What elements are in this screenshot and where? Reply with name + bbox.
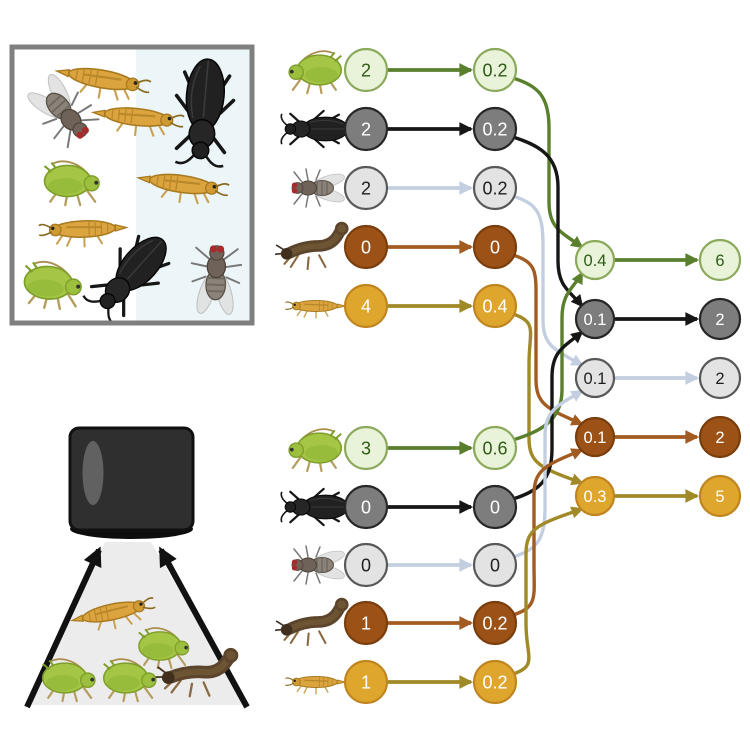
count-node-thrips-2 bbox=[343, 659, 389, 705]
aphid-icon bbox=[287, 50, 343, 95]
predator-icon bbox=[275, 222, 349, 269]
count-node-fly-1 bbox=[343, 165, 389, 211]
beetle-icon bbox=[280, 109, 350, 149]
count-node-thrips-2-value: 1 bbox=[361, 672, 371, 692]
count-node-fly-1-value: 2 bbox=[361, 178, 371, 198]
count-node-fly-2-value: 0 bbox=[361, 555, 371, 575]
rate-node-fly-2-value: 0 bbox=[490, 555, 500, 575]
fly-icon bbox=[291, 168, 347, 208]
rate-node-beetle-1 bbox=[472, 106, 518, 152]
camera-illustration bbox=[24, 426, 250, 709]
rate-node-predator-2-value: 0.2 bbox=[482, 613, 507, 633]
aggregate-node-predator-value: 0.1 bbox=[584, 429, 607, 447]
aggregate-node-fly-value: 0.1 bbox=[584, 370, 607, 388]
curve-rate-to-aggregate-thrips-1 bbox=[512, 312, 584, 486]
thrips-icon bbox=[284, 299, 346, 319]
output-node-predator bbox=[698, 415, 742, 459]
output-node-predator-value: 2 bbox=[715, 429, 724, 447]
predator-icon bbox=[275, 598, 349, 645]
rate-node-aphid-2-value: 0.6 bbox=[482, 438, 507, 458]
aggregate-node-thrips-value: 0.3 bbox=[584, 488, 607, 506]
aggregate-node-beetle bbox=[574, 298, 616, 340]
camera-field-of-view bbox=[28, 542, 246, 705]
curve-rate-to-aggregate-beetle-2 bbox=[512, 330, 584, 501]
field-image-frame bbox=[9, 44, 255, 326]
curve-rate-to-aggregate-aphid-1 bbox=[512, 76, 584, 249]
rate-node-predator-2 bbox=[472, 600, 518, 646]
count-node-aphid-1 bbox=[343, 47, 389, 93]
aggregate-node-thrips bbox=[574, 475, 616, 517]
beetle-icon bbox=[280, 487, 350, 527]
count-node-aphid-2 bbox=[343, 425, 389, 471]
rate-node-thrips-1-value: 0.4 bbox=[482, 296, 507, 316]
fly-icon bbox=[291, 545, 347, 585]
count-node-fly-2 bbox=[343, 542, 389, 588]
rate-node-fly-1-value: 0.2 bbox=[482, 178, 507, 198]
count-node-predator-2 bbox=[343, 600, 389, 646]
output-node-thrips-value: 5 bbox=[715, 488, 724, 506]
view-direction-arrow-left bbox=[24, 546, 102, 709]
rate-node-predator-1-value: 0 bbox=[490, 237, 500, 257]
output-node-fly-value: 2 bbox=[715, 370, 724, 388]
rate-node-fly-2 bbox=[472, 542, 518, 588]
curve-rate-to-aggregate-thrips-2 bbox=[512, 506, 584, 676]
rate-node-thrips-1 bbox=[472, 283, 518, 329]
count-network-edges bbox=[388, 63, 700, 689]
output-node-beetle-value: 2 bbox=[715, 311, 724, 329]
count-node-thrips-1-value: 4 bbox=[361, 296, 371, 316]
aggregate-node-beetle-value: 0.1 bbox=[584, 311, 607, 329]
output-node-aphid-value: 6 bbox=[715, 252, 724, 270]
rate-node-beetle-2-value: 0 bbox=[490, 497, 500, 517]
rate-node-thrips-2 bbox=[472, 659, 518, 705]
output-node-fly bbox=[698, 356, 742, 400]
count-node-predator-1 bbox=[343, 224, 389, 270]
rate-node-beetle-1-value: 0.2 bbox=[482, 119, 507, 139]
aggregate-node-predator bbox=[574, 416, 616, 458]
count-node-predator-2-value: 1 bbox=[361, 613, 371, 633]
camera-icon bbox=[68, 426, 195, 539]
curve-rate-to-aggregate-aphid-2 bbox=[512, 271, 584, 442]
count-node-beetle-2 bbox=[343, 484, 389, 530]
thrips-icon bbox=[284, 675, 346, 695]
rate-node-aphid-1 bbox=[472, 47, 518, 93]
aggregate-node-aphid bbox=[574, 239, 616, 281]
count-node-beetle-1-value: 2 bbox=[361, 119, 371, 139]
count-node-aphid-1-value: 2 bbox=[361, 60, 371, 80]
rate-node-aphid-1-value: 0.2 bbox=[482, 60, 507, 80]
output-node-beetle bbox=[698, 297, 742, 341]
rate-node-beetle-2 bbox=[472, 484, 518, 530]
count-node-beetle-1 bbox=[343, 106, 389, 152]
count-node-predator-1-value: 0 bbox=[361, 237, 371, 257]
rate-node-thrips-2-value: 0.2 bbox=[482, 672, 507, 692]
aggregate-node-aphid-value: 0.4 bbox=[584, 252, 607, 270]
count-network-icons bbox=[275, 50, 350, 695]
camera-body-highlight bbox=[82, 441, 104, 505]
rate-node-aphid-2 bbox=[472, 425, 518, 471]
count-node-thrips-1 bbox=[343, 283, 389, 329]
output-node-aphid bbox=[698, 238, 742, 282]
field-image-panel bbox=[9, 44, 255, 330]
curve-rate-to-aggregate-beetle-1 bbox=[512, 135, 584, 308]
view-direction-arrow-right bbox=[158, 546, 250, 709]
count-network-nodes: 2 0.2 2 0.2 2 0.2 0 0 4 0.4 3 0.6 0 0 0 0 1 0.2 1 0.2 0.4 6 0.… bbox=[343, 47, 742, 705]
curve-rate-to-aggregate-fly-2 bbox=[512, 389, 584, 559]
count-node-beetle-2-value: 0 bbox=[361, 497, 371, 517]
count-node-aphid-2-value: 3 bbox=[361, 438, 371, 458]
output-node-thrips bbox=[698, 474, 742, 518]
rate-node-predator-1 bbox=[472, 224, 518, 270]
aggregate-node-fly bbox=[574, 357, 616, 399]
rate-node-fly-1 bbox=[472, 165, 518, 211]
aphid-icon bbox=[287, 428, 343, 473]
